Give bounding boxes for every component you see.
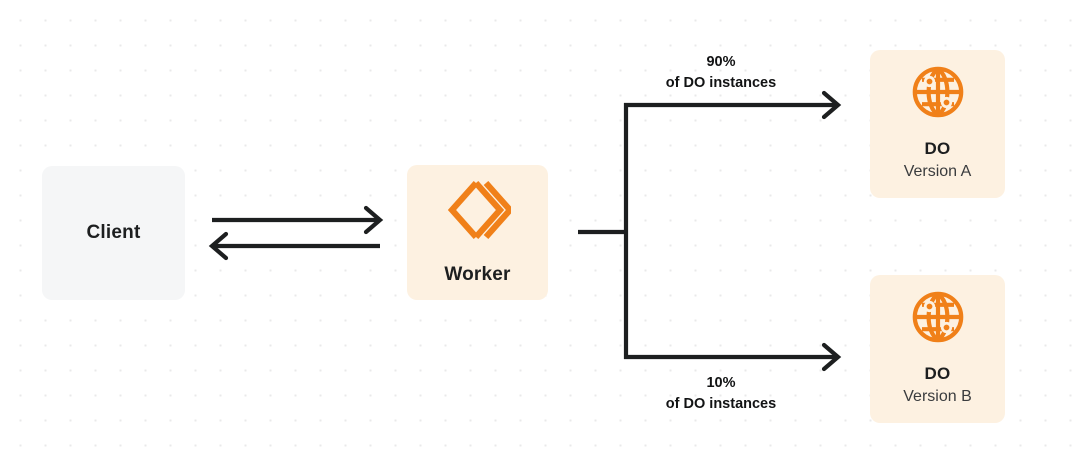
node-worker-label: Worker (444, 264, 511, 285)
durable-object-globe-icon (911, 65, 965, 124)
node-do-b-label: DO (924, 364, 951, 384)
node-do-b-version: Version B (903, 387, 972, 405)
edge-label-do-a-percent: 90% (706, 54, 736, 70)
edge-label-do-b-percent: 10% (706, 375, 736, 391)
arrow-worker-to-do-b (624, 342, 842, 372)
node-do-version-a[interactable]: DO Version A (870, 50, 1005, 198)
node-client-label: Client (86, 222, 141, 243)
arrow-worker-to-client (208, 231, 380, 261)
node-client[interactable]: Client (42, 166, 185, 300)
durable-object-globe-icon (911, 290, 965, 349)
node-worker[interactable]: Worker (407, 165, 548, 300)
node-do-version-b[interactable]: DO Version B (870, 275, 1005, 423)
node-do-a-version: Version A (903, 162, 972, 180)
edge-label-do-b-caption: of DO instances (665, 395, 777, 412)
arrow-client-to-worker (212, 205, 384, 235)
cloudflare-workers-logo-icon (445, 179, 514, 246)
edge-label-do-b: 10% of DO instances (566, 373, 876, 414)
edge-label-do-a: 90% of DO instances (566, 52, 876, 93)
edge-label-do-a-caption: of DO instances (665, 74, 777, 91)
arrow-worker-to-do-a (624, 90, 842, 120)
node-do-a-label: DO (924, 139, 951, 159)
